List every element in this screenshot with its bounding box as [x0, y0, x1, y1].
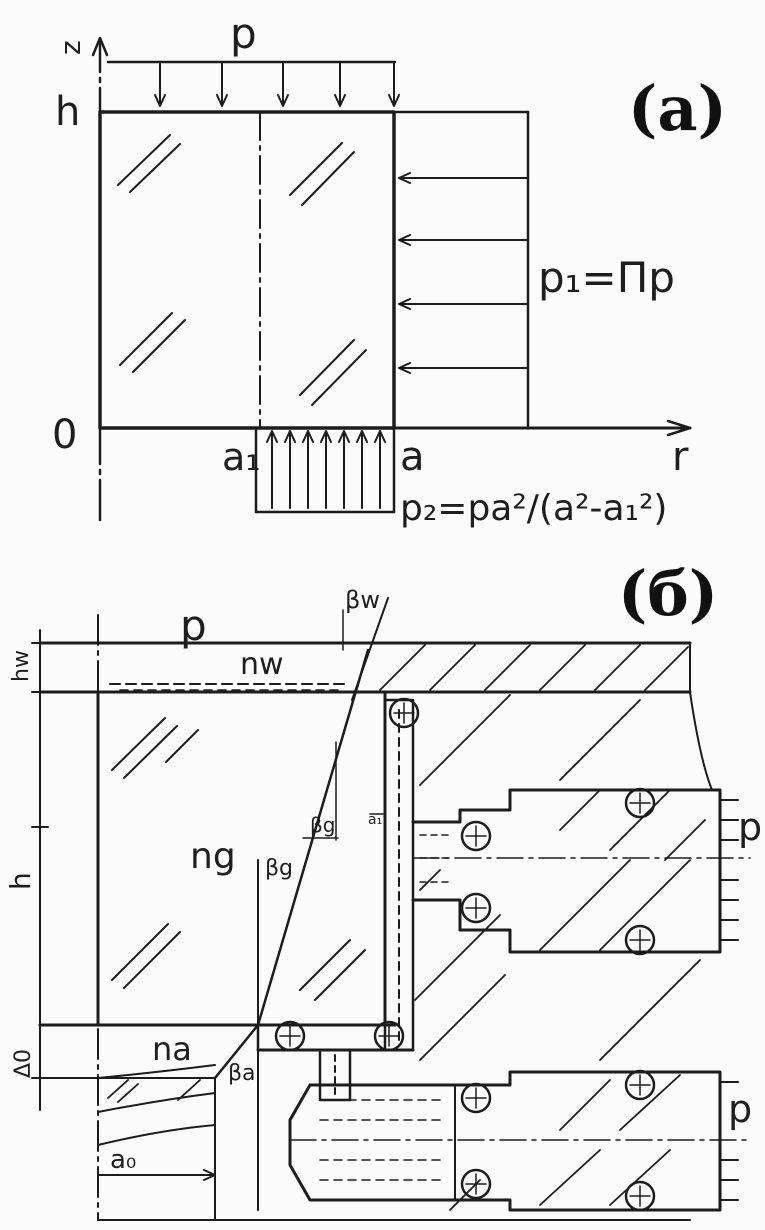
panel-a-label: (a)	[628, 72, 727, 145]
upper-piston-pressure-label: p	[738, 805, 762, 849]
small-mark-label: a₁	[368, 812, 382, 828]
water-height-label: hw	[9, 650, 34, 682]
specimen-hatch	[111, 717, 366, 1001]
z-axis-label: z	[54, 40, 87, 55]
frame-edge-1	[689, 691, 713, 791]
r-axis-arrow-icon	[666, 419, 692, 437]
base-slope	[213, 1023, 260, 1080]
upper-piston	[411, 787, 751, 956]
height-label: h	[55, 89, 80, 135]
base-hatch	[107, 1079, 201, 1103]
bottom-load-arrows	[266, 430, 386, 509]
base-material-label: na	[152, 1030, 192, 1068]
gap-label: Δ0	[11, 1049, 36, 1078]
z-axis-arrow-icon	[91, 36, 109, 57]
water-layer-label: nw	[240, 647, 284, 682]
lower-piston-pressure-label: p	[728, 1087, 752, 1131]
beta-w-label: βw	[345, 586, 380, 614]
inner-radius-label: a₁	[222, 435, 261, 479]
top-plate-hatch	[379, 644, 689, 691]
outer-radius-label: a	[400, 434, 425, 480]
beta-a-label: βa	[228, 1061, 256, 1086]
base-curve-2	[97, 1092, 216, 1113]
specimen-height-label: h	[4, 872, 37, 890]
a0-label: a₀	[110, 1145, 136, 1175]
panel-a: z r h 0 p	[52, 9, 727, 529]
specimen-hatch	[117, 134, 367, 406]
base-curve-1	[97, 1064, 216, 1079]
specimen-material-label: ng	[190, 836, 236, 877]
base-curve-3	[97, 1124, 216, 1146]
beta-g-upper-label: βg	[310, 813, 335, 837]
o-ring-bottom-right	[373, 1020, 405, 1052]
origin-label: 0	[52, 412, 77, 458]
side-load-arrows	[398, 172, 529, 374]
lower-piston	[288, 1069, 751, 1212]
panel-b: (б) hw h Δ0 p nw	[4, 557, 762, 1221]
top-load-arrows	[154, 61, 400, 107]
o-ring-bottom-left	[274, 1020, 306, 1052]
bottom-load-label: p₂=pa²/(a²-a₁²)	[400, 488, 667, 529]
o-ring-upper	[388, 697, 420, 729]
beta-g-mid-label: βg	[265, 856, 293, 881]
r-axis-label: r	[672, 434, 689, 480]
side-load-label: p₁=Πp	[538, 253, 675, 302]
specimen-body	[98, 110, 396, 430]
top-load-label: p	[230, 9, 257, 58]
panel-b-label: (б)	[618, 557, 718, 630]
a0-arrow-icon	[203, 1169, 216, 1181]
